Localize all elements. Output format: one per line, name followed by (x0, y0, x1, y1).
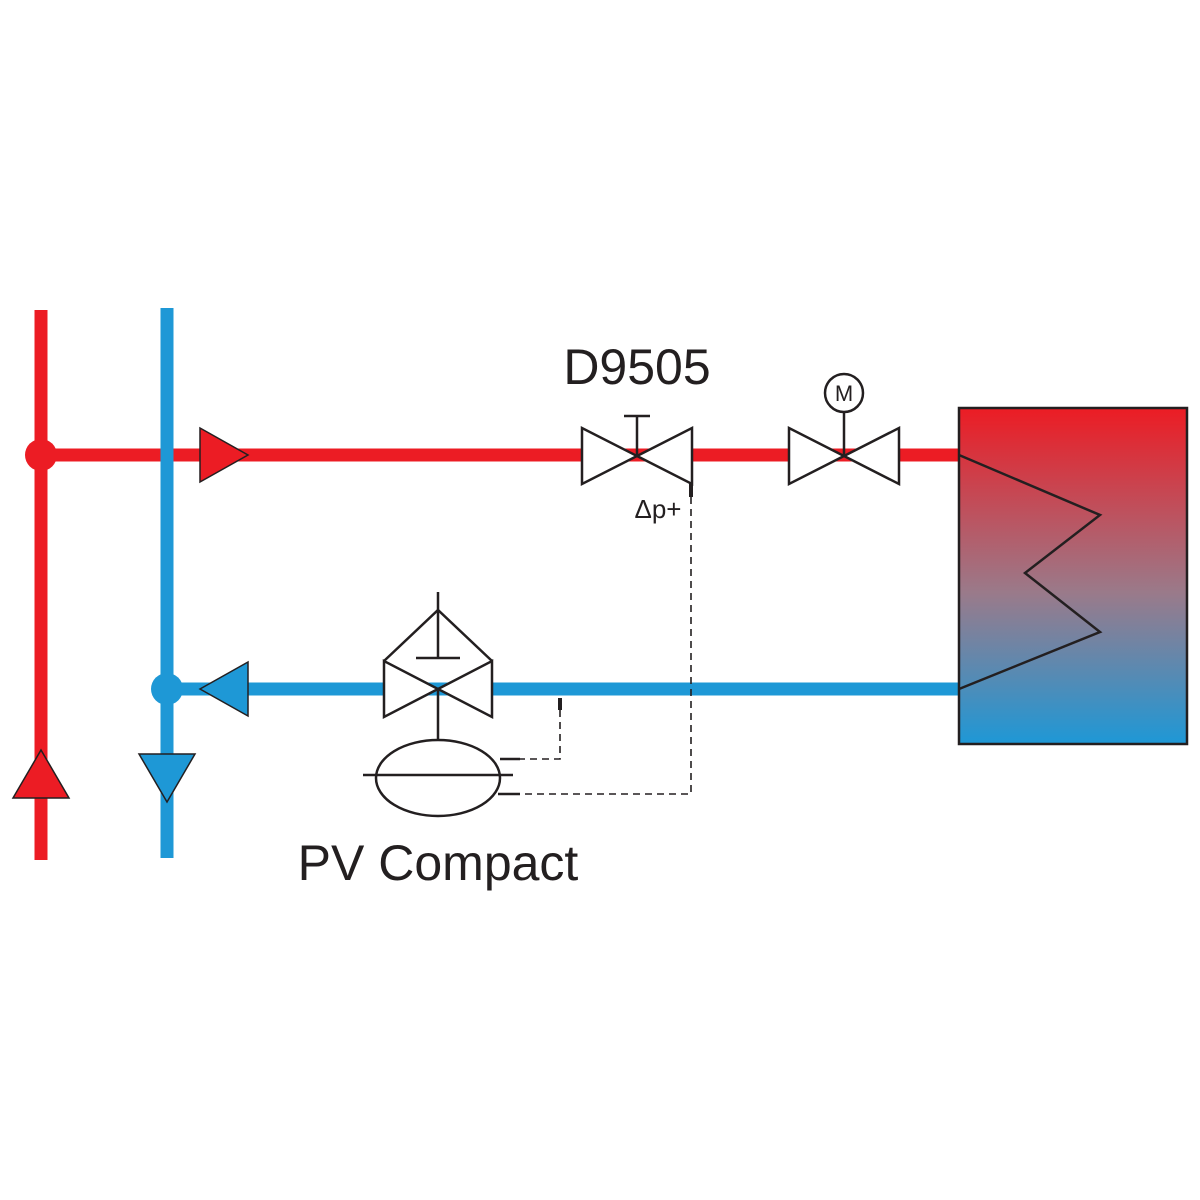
heat-exchanger-coil-icon (958, 453, 1103, 691)
balancing-valve-label: D9505 (563, 339, 710, 395)
return-riser-arrow-icon (137, 753, 197, 804)
motorized-valve-icon (787, 372, 901, 487)
controller-label: PV Compact (298, 835, 579, 891)
balancing-valve-icon (580, 414, 694, 497)
return-junction-dot (151, 673, 183, 705)
supply-riser-arrow-icon (11, 748, 71, 799)
return-impulse-line (520, 710, 561, 760)
supply-impulse-line (520, 497, 692, 795)
supply-flow-arrow-icon (199, 426, 250, 484)
motor-label: M (835, 381, 853, 406)
differential-pressure-controller-icon (363, 592, 520, 818)
return-flow-arrow-icon (198, 660, 249, 718)
pressure-port-label: Δp+ (634, 494, 681, 524)
supply-junction-dot (25, 439, 57, 471)
heat-exchanger-tank (957, 406, 1189, 746)
